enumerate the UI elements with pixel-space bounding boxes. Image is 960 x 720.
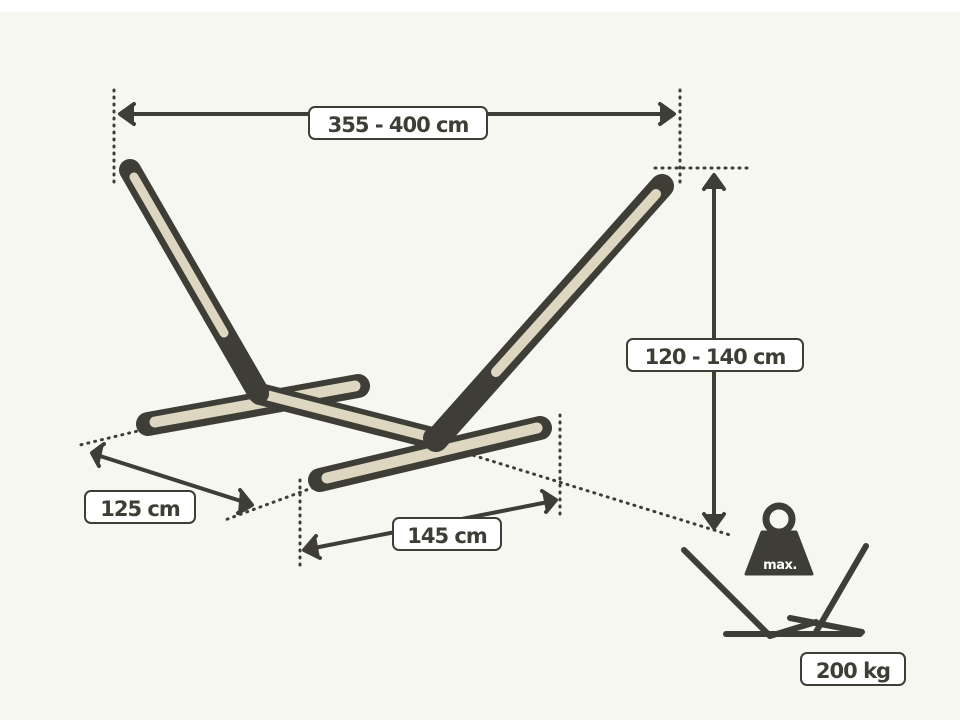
base-length-label: 145 cm (392, 517, 502, 551)
height-label: 120 - 140 cm (626, 338, 804, 372)
hammock-stand-frame (119, 159, 674, 492)
small-stand-icon (681, 543, 869, 639)
dotted-guides (78, 88, 754, 567)
depth-arrow (90, 442, 254, 515)
width-label: 355 - 400 cm (308, 106, 488, 140)
weight-max-text: max. (763, 558, 797, 573)
hammock-stand-diagram: max. 355 - 400 cm 120 - 140 cm 125 cm 14… (0, 12, 960, 720)
weight-icon (744, 502, 814, 576)
max-load-label: 200 kg (800, 652, 906, 686)
depth-label: 125 cm (84, 490, 196, 524)
